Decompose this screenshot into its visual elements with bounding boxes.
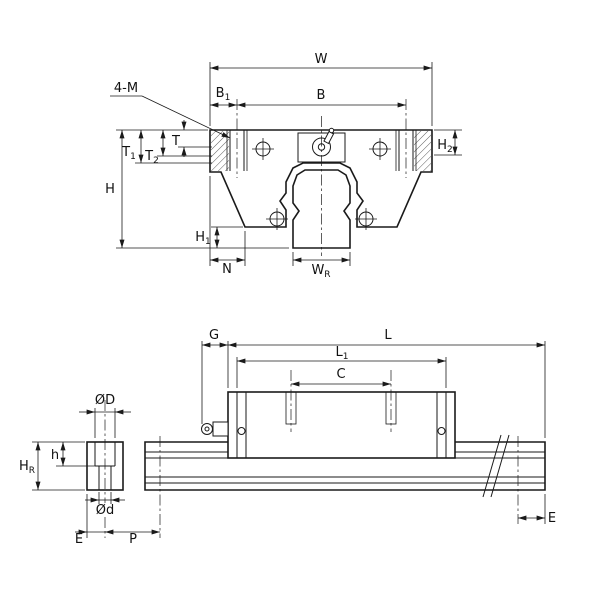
- dim-label-P: P: [129, 532, 137, 547]
- dim-L1: [236, 357, 447, 388]
- carriage-outline: [209, 129, 433, 228]
- dim-N: [209, 176, 246, 266]
- dim-label-dia-D: ØD: [95, 393, 115, 408]
- carriage-side: [227, 391, 456, 459]
- dim-label-T: T: [171, 134, 180, 149]
- dim-h: [32, 441, 95, 467]
- dim-label-N: N: [222, 262, 232, 277]
- dim-label-B: B: [317, 88, 326, 103]
- nipple-base: [212, 421, 229, 437]
- dim-H1: [211, 226, 243, 249]
- grease-nipple-tip: [328, 127, 335, 134]
- dim-T-group: [116, 120, 212, 164]
- dim-label-W: W: [315, 52, 328, 67]
- dim-HR: [32, 441, 85, 491]
- dim-label-H2: H2: [437, 138, 453, 155]
- hatch-left-flange: [211, 131, 229, 171]
- leader-4M: [110, 95, 231, 139]
- dim-label-WR: WR: [311, 263, 330, 280]
- dim-label-HR: HR: [19, 459, 35, 476]
- dim-label-4M: 4-M: [114, 81, 138, 96]
- nipple-head: [201, 423, 213, 435]
- break-line: [490, 434, 510, 498]
- dim-WR: [292, 252, 351, 266]
- dim-label-T1: T1: [121, 145, 136, 162]
- side-view: G L L1 C ØD h HR Ød E P E: [19, 328, 556, 547]
- dim-label-B1: B1: [216, 86, 231, 103]
- dim-label-dia-d: Ød: [96, 503, 114, 518]
- dim-label-L: L: [384, 328, 392, 343]
- dim-E-P: [75, 494, 161, 538]
- dim-H2: [434, 129, 462, 156]
- dim-dia-d: [85, 492, 125, 504]
- dim-label-L1: L1: [336, 345, 349, 362]
- dim-label-E-right: E: [548, 511, 556, 526]
- dim-label-T2: T2: [144, 149, 159, 166]
- dim-label-H: H: [105, 182, 115, 197]
- cap-screw-left: [237, 427, 246, 435]
- dim-label-H1: H1: [195, 230, 211, 247]
- dim-label-C: C: [336, 367, 345, 382]
- nipple-head-hole: [204, 426, 210, 432]
- break-line: [482, 434, 502, 498]
- dim-label-G: G: [209, 328, 219, 343]
- cap-screw-right: [437, 427, 446, 435]
- bore-circles: [252, 138, 391, 230]
- end-cap-lines: [236, 392, 447, 458]
- hatch-right-flange: [414, 131, 431, 171]
- grease-nipple-stem: [323, 130, 335, 145]
- dim-G-L: [201, 341, 546, 438]
- dim-label-E-left: E: [75, 532, 83, 547]
- dim-E-right: [517, 494, 546, 524]
- dim-label-h: h: [51, 448, 59, 463]
- counterbore-hole: [94, 442, 116, 490]
- front-view: W 4-M B1 B H2 T T2 T1 H H1 N WR: [105, 52, 462, 280]
- dim-W: [209, 62, 433, 126]
- dim-H: [116, 129, 289, 249]
- dim-dia-D: [79, 408, 131, 438]
